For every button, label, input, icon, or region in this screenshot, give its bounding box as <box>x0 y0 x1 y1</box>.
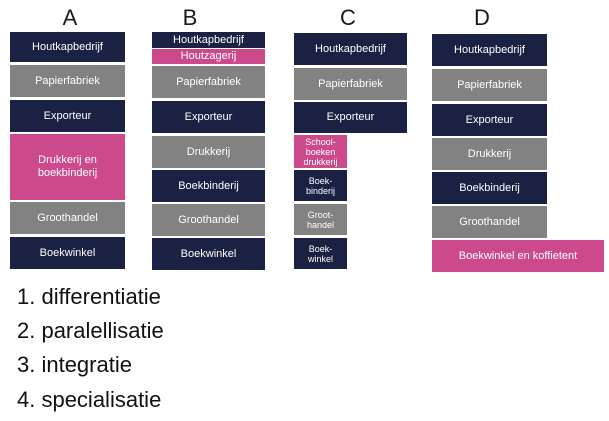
list-item-2: 2. paralellisatie <box>17 318 164 343</box>
block-d-groothandel: Groothandel <box>432 206 547 238</box>
block-c-exporteur: Exporteur <box>294 102 407 133</box>
block-d-papierfabriek: Papierfabriek <box>432 69 547 101</box>
block-a-drukkerij-boekbinderij: Drukkerij en boekbinderij <box>10 134 125 200</box>
list-item-1: 1. differentiatie <box>17 284 161 309</box>
column-label-a: A <box>62 5 78 30</box>
block-b-groothandel: Groothandel <box>152 204 265 236</box>
block-b-houtkapbedrijf: Houtkapbedrijf <box>152 32 265 48</box>
block-c-houtkapbedrijf: Houtkapbedrijf <box>294 33 407 65</box>
block-a-papierfabriek: Papierfabriek <box>10 65 125 97</box>
block-b-papierfabriek: Papierfabriek <box>152 66 265 98</box>
column-label-b: B <box>182 5 198 30</box>
block-a-groothandel: Groothandel <box>10 202 125 234</box>
column-label-c: C <box>340 5 356 30</box>
block-a-exporteur: Exporteur <box>10 100 125 132</box>
block-d-exporteur: Exporteur <box>432 104 547 136</box>
list-item-3: 3. integratie <box>17 352 132 377</box>
block-a-houtkapbedrijf: Houtkapbedrijf <box>10 32 125 62</box>
block-c-boekbinderij: Boek-binderij <box>294 170 347 201</box>
block-d-boekbinderij: Boekbinderij <box>432 172 547 204</box>
block-c-boekwinkel: Boek-winkel <box>294 238 347 269</box>
block-b-boekbinderij: Boekbinderij <box>152 170 265 202</box>
block-c-papierfabriek: Papierfabriek <box>294 68 407 100</box>
block-c-schoolboeken-drukkerij: School-boeken drukkerij <box>294 135 347 168</box>
block-c-groothandel: Groot-handel <box>294 204 347 235</box>
block-b-exporteur: Exporteur <box>152 101 265 133</box>
block-d-drukkerij: Drukkerij <box>432 138 547 170</box>
block-b-boekwinkel: Boekwinkel <box>152 238 265 270</box>
block-a-boekwinkel: Boekwinkel <box>10 237 125 269</box>
list-item-4: 4. specialisatie <box>17 387 162 412</box>
block-b-drukkerij: Drukkerij <box>152 136 265 168</box>
block-d-boekwinkel-koffietent: Boekwinkel en koffietent <box>432 240 604 272</box>
block-b-houtzagerij: Houtzagerij <box>152 49 265 64</box>
column-label-d: D <box>474 5 490 30</box>
block-d-houtkapbedrijf: Houtkapbedrijf <box>432 34 547 66</box>
